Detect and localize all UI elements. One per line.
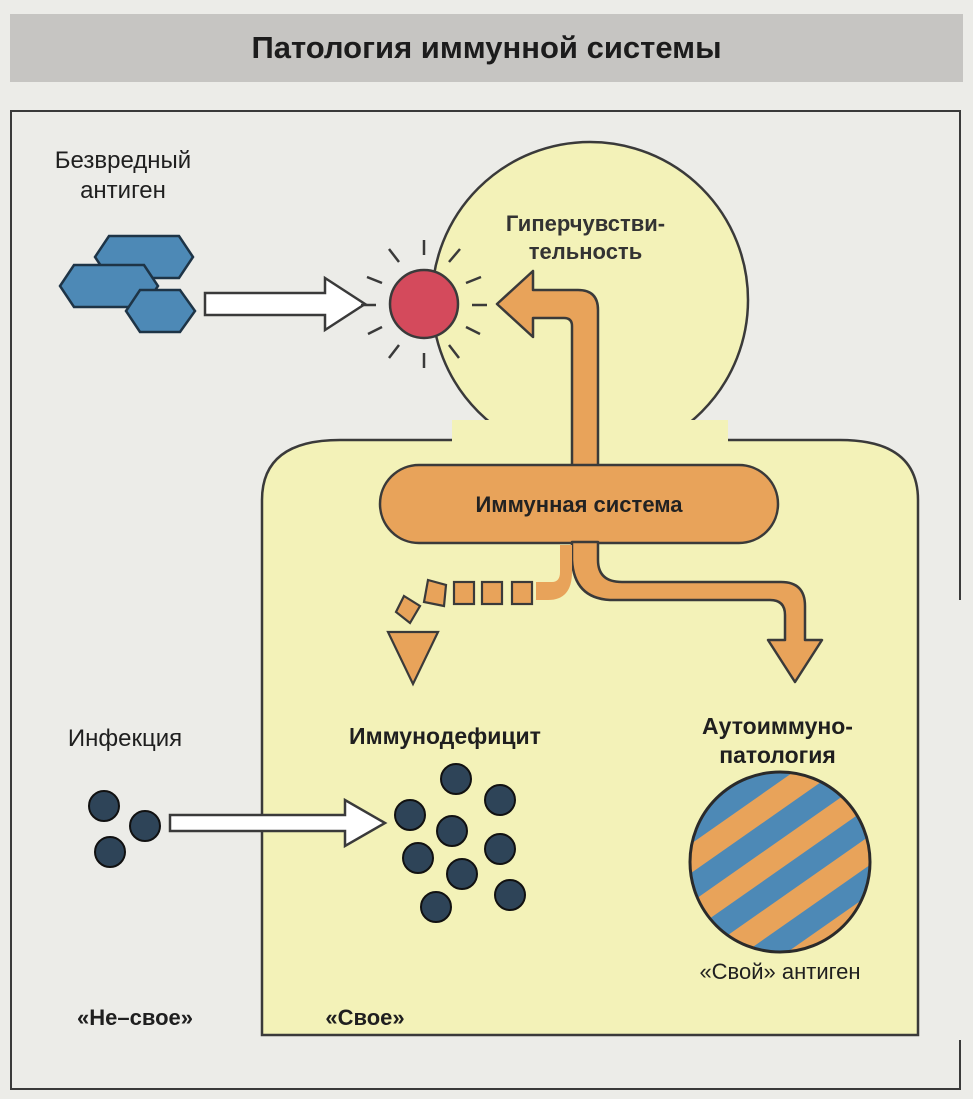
dot-icon bbox=[88, 790, 120, 822]
dot-icon bbox=[394, 799, 426, 831]
harmless-antigen-label: Безвредный антиген bbox=[54, 147, 192, 204]
harmless-antigen-hexagons bbox=[58, 234, 197, 334]
dot-icon bbox=[440, 763, 472, 795]
arrow-to-autoimmune bbox=[570, 540, 824, 684]
autoimmune-label: Аутоиммуно- патология bbox=[702, 713, 853, 768]
hexagon-icon bbox=[124, 288, 197, 334]
infection-label: Инфекция bbox=[67, 725, 183, 752]
arrow-antigen-to-cell bbox=[203, 275, 368, 333]
arrow-infection-to-self bbox=[168, 797, 388, 849]
striped-disc-icon bbox=[688, 770, 872, 954]
dot-icon bbox=[484, 833, 516, 865]
dot-icon bbox=[494, 879, 526, 911]
immune-system-label: Иммунная система bbox=[475, 492, 683, 517]
dot-icon bbox=[436, 815, 468, 847]
arrow-to-hypersensitivity bbox=[495, 269, 600, 477]
title-bar: Патология иммунной системы bbox=[10, 14, 963, 82]
burst-cell-icon bbox=[361, 240, 487, 368]
self-antigen-label: «Свой» антиген bbox=[699, 959, 861, 984]
immunodeficiency-microbes bbox=[394, 763, 526, 923]
hypersensitivity-label: Гиперчувстви- тельность bbox=[505, 211, 666, 264]
dot-icon bbox=[94, 836, 126, 868]
self-label: «Свое» bbox=[325, 1005, 405, 1030]
infection-microbes bbox=[88, 790, 161, 868]
dot-icon bbox=[402, 842, 434, 874]
page-title: Патология иммунной системы bbox=[251, 30, 722, 65]
dot-icon bbox=[484, 784, 516, 816]
dot-icon bbox=[446, 858, 478, 890]
immunodeficiency-label: Иммунодефицит bbox=[349, 723, 541, 749]
dot-icon bbox=[129, 810, 161, 842]
dashed-arrow-to-immunodeficiency bbox=[386, 545, 572, 687]
dot-icon bbox=[420, 891, 452, 923]
non-self-label: «Не–свое» bbox=[77, 1005, 193, 1030]
